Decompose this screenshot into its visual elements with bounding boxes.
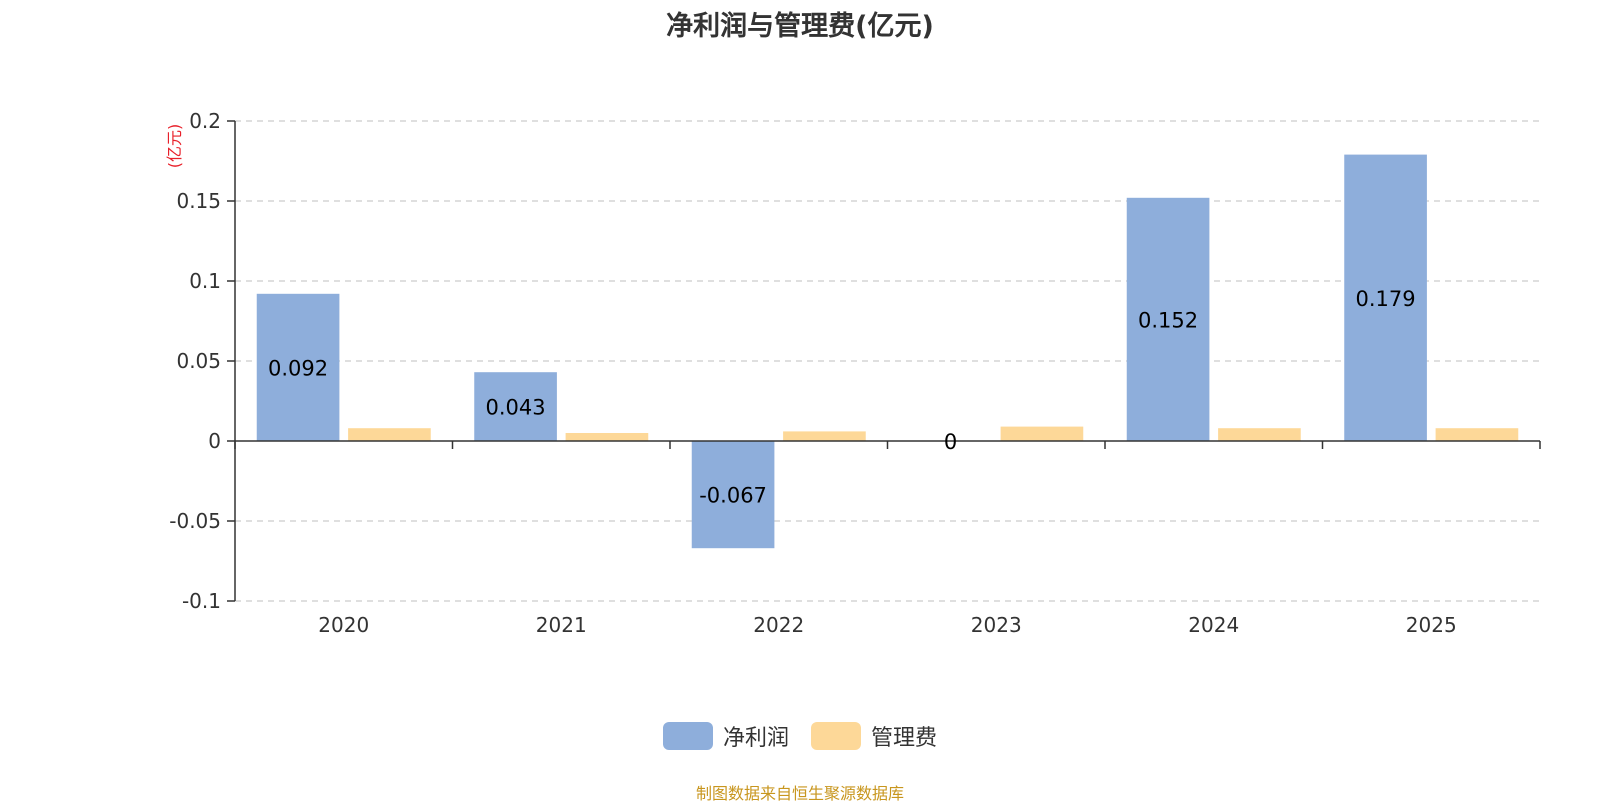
x-tick-label-2020: 2020 bbox=[318, 613, 369, 637]
bar-admin-fee-2021 bbox=[565, 433, 649, 441]
bar-admin-fee-2023 bbox=[1000, 426, 1084, 441]
bars bbox=[256, 154, 1519, 549]
bar-net-profit-2024 bbox=[1126, 197, 1210, 441]
bar-net-profit-2021 bbox=[474, 372, 557, 441]
bar-admin-fee-2022 bbox=[783, 431, 866, 441]
legend-label-net-profit: 净利润 bbox=[722, 726, 789, 751]
y-tick-label-0: 0.2 bbox=[189, 109, 221, 133]
data-label-2025: 0.179 bbox=[1356, 287, 1416, 311]
legend-item-admin-fee[interactable]: 管理费 bbox=[811, 720, 937, 752]
x-tick-label-2025: 2025 bbox=[1406, 613, 1457, 637]
y-tick-label-5: -0.05 bbox=[169, 509, 221, 533]
bar-admin-fee-2024 bbox=[1218, 428, 1301, 441]
y-tick-label-4: 0 bbox=[208, 429, 221, 453]
data-source-note: 制图数据来自恒生聚源数据库 bbox=[695, 784, 904, 803]
bar-net-profit-2025 bbox=[1344, 154, 1427, 441]
legend-label-admin-fee: 管理费 bbox=[871, 726, 938, 751]
legend: 净利润 管理费 bbox=[0, 720, 1600, 752]
y-tick-label-1: 0.15 bbox=[176, 189, 221, 213]
x-tick-label-2021: 2021 bbox=[536, 613, 587, 637]
axes bbox=[227, 120, 1541, 602]
data-label-2020: 0.092 bbox=[268, 356, 328, 380]
y-tick-label-3: 0.05 bbox=[176, 349, 221, 373]
grid-lines bbox=[235, 120, 1540, 602]
bar-net-profit-2022 bbox=[691, 441, 775, 549]
chart-title: 净利润与管理费(亿元) bbox=[666, 11, 934, 42]
y-tick-label-6: -0.1 bbox=[182, 589, 221, 613]
x-tick-label-2022: 2022 bbox=[753, 613, 804, 637]
x-tick-label-2023: 2023 bbox=[971, 613, 1022, 637]
labels: 0.2 0.15 0.1 0.05 0 -0.05 -0.1 0.092 0.043 -0.067… bbox=[165, 109, 1457, 637]
bar-net-profit-2020 bbox=[256, 293, 340, 441]
bar-admin-fee-2025 bbox=[1435, 428, 1519, 441]
legend-swatch-admin-fee bbox=[811, 722, 861, 750]
bar-admin-fee-2020 bbox=[348, 428, 431, 441]
data-label-2024: 0.152 bbox=[1138, 308, 1198, 332]
y-axis-unit-label: (亿元) bbox=[165, 124, 184, 169]
legend-item-net-profit[interactable]: 净利润 bbox=[662, 720, 789, 752]
data-label-2023: 0 bbox=[944, 430, 957, 454]
data-label-2021: 0.043 bbox=[486, 396, 546, 420]
data-label-2022: -0.067 bbox=[699, 484, 767, 508]
legend-swatch-net-profit bbox=[662, 722, 713, 750]
x-tick-label-2024: 2024 bbox=[1188, 613, 1239, 637]
bar-chart: 0.2 0.15 0.1 0.05 0 -0.05 -0.1 0.092 0.043 -0.067… bbox=[165, 109, 1541, 637]
y-tick-label-2: 0.1 bbox=[189, 269, 221, 293]
